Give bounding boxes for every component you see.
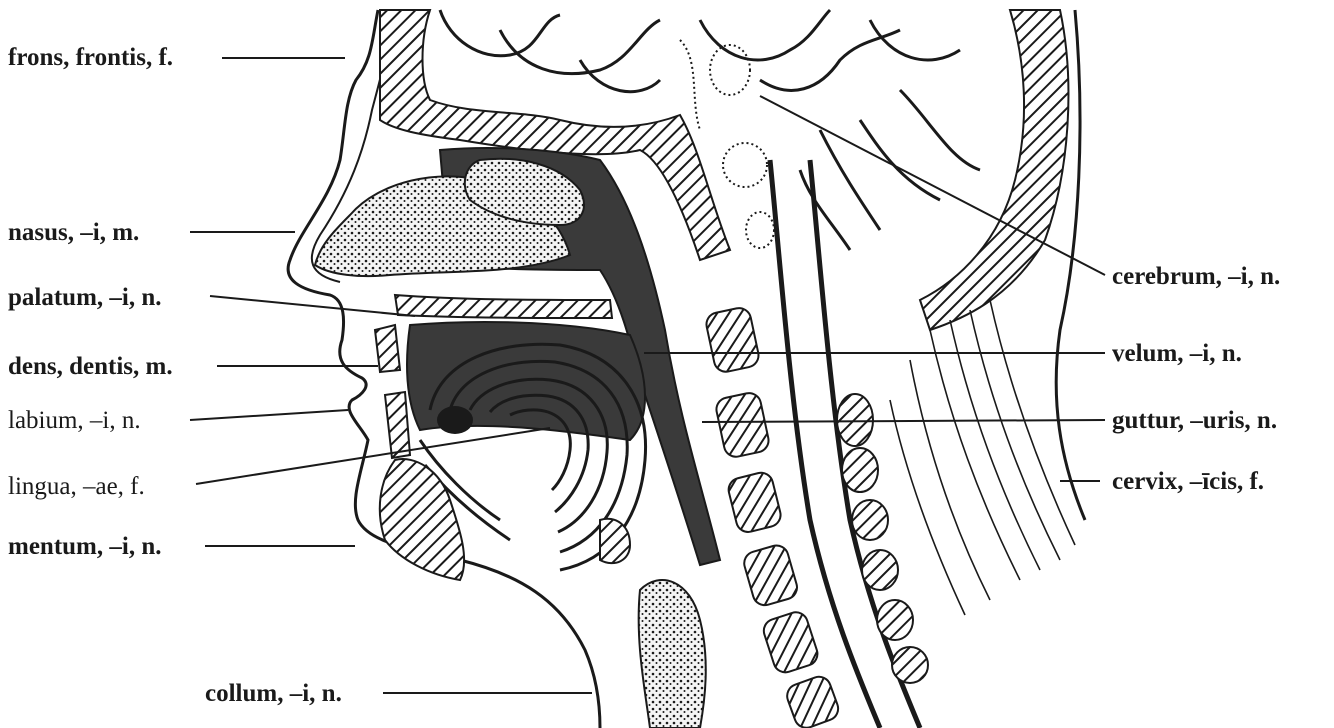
- label-palatum: palatum, –i, n.: [8, 285, 162, 310]
- label-frons: frons, frontis, f.: [8, 45, 173, 70]
- label-collum: collum, –i, n.: [205, 681, 342, 706]
- label-lingua: lingua, –ae, f.: [8, 474, 145, 499]
- label-dens: dens, dentis, m.: [8, 354, 173, 379]
- label-labium: labium, –i, n.: [8, 408, 141, 433]
- cervical-spine: [704, 306, 841, 728]
- tongue-tip-dark: [437, 406, 473, 434]
- hard-palate: [395, 295, 612, 318]
- leader-labium: [190, 410, 348, 420]
- label-guttur: guttur, –uris, n.: [1112, 408, 1277, 433]
- leader-lingua: [196, 428, 550, 484]
- lower-teeth: [385, 392, 410, 458]
- upper-teeth: [375, 325, 400, 372]
- leader-palatum: [210, 296, 415, 316]
- label-nasus: nasus, –i, m.: [8, 220, 139, 245]
- throat-tissue: [639, 580, 706, 728]
- label-velum: velum, –i, n.: [1112, 341, 1242, 366]
- label-cervix: cervix, –īcis, f.: [1112, 469, 1264, 494]
- neck-muscles: [890, 300, 1075, 615]
- label-cerebrum: cerebrum, –i, n.: [1112, 264, 1280, 289]
- label-mentum: mentum, –i, n.: [8, 534, 161, 559]
